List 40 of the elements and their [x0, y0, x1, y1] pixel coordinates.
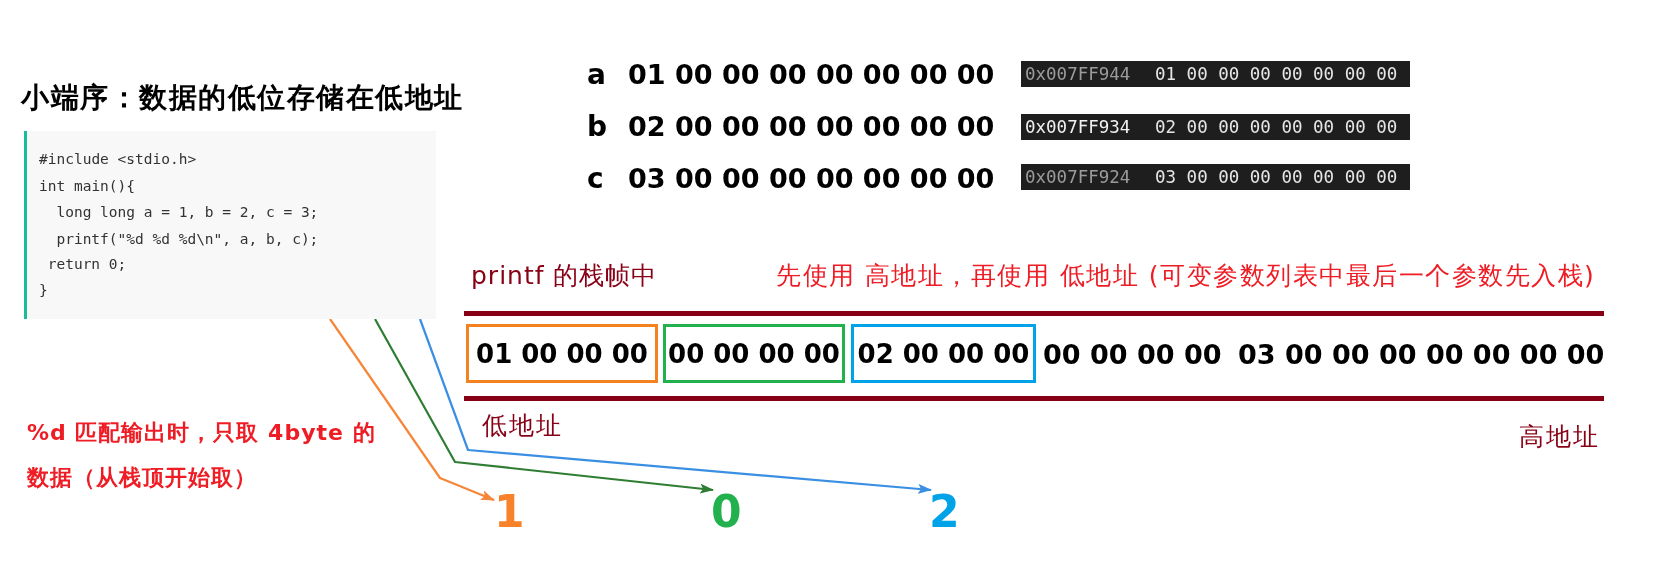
memory-address: 0x007FF924: [1025, 166, 1131, 189]
output-value: 1: [494, 490, 525, 534]
byte-group-box: 01 00 00 00: [466, 324, 658, 383]
code-line: long long a = 1, b = 2, c = 3;: [56, 203, 319, 222]
byte-group-box: 02 00 00 00: [851, 324, 1036, 383]
note-text: 先使用 高地址，再使用 低地址 (可变参数列表中最后一个参数先入栈): [776, 260, 1596, 292]
variable-name: a: [587, 58, 606, 92]
output-value: 2: [929, 490, 960, 534]
variable-name: b: [587, 110, 608, 144]
code-line: }: [39, 281, 48, 300]
memory-dump-bar: [1021, 114, 1410, 140]
variable-name: c: [587, 162, 604, 196]
byte-sequence: 03 00 00 00 00 00 00 00: [1238, 339, 1605, 371]
memory-dump-bar: [1021, 164, 1410, 190]
code-line: printf("%d %d %d\n", a, b, c);: [56, 230, 319, 249]
memory-address: 0x007FF934: [1025, 116, 1131, 139]
output-value: 0: [711, 490, 742, 534]
memory-dump-bar: [1021, 61, 1410, 87]
address-label: 高地址: [1519, 421, 1600, 453]
memory-bytes: 02 00 00 00 00 00 00 00: [1155, 116, 1398, 139]
address-label: 低地址: [482, 410, 563, 442]
memory-bytes: 01 00 00 00 00 00 00 00: [1155, 63, 1398, 86]
arrow: [329, 318, 495, 501]
memory-address: 0x007FF944: [1025, 63, 1131, 86]
byte-sequence: 01 00 00 00 00 00 00 00: [628, 58, 995, 92]
stack-frame-band: [464, 311, 1604, 401]
code-block: [24, 131, 436, 319]
byte-sequence: 00 00 00 00: [1043, 339, 1222, 371]
byte-sequence: 02 00 00 00 00 00 00 00: [628, 110, 995, 144]
section-heading: printf 的栈帧中: [471, 260, 658, 292]
arrow: [374, 318, 714, 494]
note-text: %d 匹配输出时，只取 4byte 的数据（从栈顶开始取）: [27, 419, 377, 492]
title: 小端序：数据的低位存储在低地址: [21, 80, 464, 116]
code-line: #include <stdio.h>: [39, 150, 197, 169]
code-line: return 0;: [47, 255, 127, 274]
arrow: [418, 318, 932, 494]
byte-sequence: 03 00 00 00 00 00 00 00: [628, 162, 995, 196]
byte-group-box: 00 00 00 00: [663, 324, 845, 383]
memory-bytes: 03 00 00 00 00 00 00 00: [1155, 166, 1398, 189]
code-line: int main(){: [39, 177, 136, 196]
